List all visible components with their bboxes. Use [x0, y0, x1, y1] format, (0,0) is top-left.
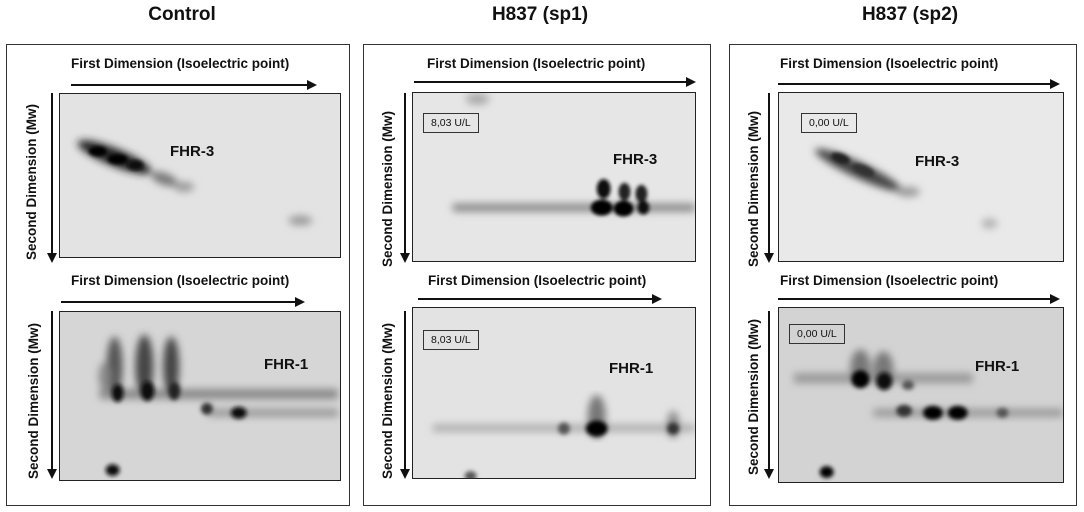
first-dimension-arrow	[778, 294, 1060, 304]
panel-sp2: First Dimension (Isoelectric point) Seco…	[729, 44, 1077, 506]
gel-sp1-fhr3: 8,03 U/L FHR-3	[412, 92, 696, 262]
gel-spots	[98, 334, 339, 477]
second-dimension-arrow	[764, 311, 774, 479]
units-badge: 8,03 U/L	[423, 113, 479, 133]
first-dimension-label: First Dimension (Isoelectric point)	[71, 273, 290, 288]
units-badge: 0,00 U/L	[789, 324, 845, 344]
gel-control-fhr1: FHR-1	[59, 311, 341, 481]
second-dimension-arrow	[400, 311, 410, 479]
protein-label-fhr3: FHR-3	[170, 143, 215, 160]
gel-spots	[815, 148, 998, 229]
column-title-sp2: H837 (sp2)	[861, 4, 959, 25]
protein-label-fhr3: FHR-3	[613, 151, 658, 168]
first-dimension-label: First Dimension (Isoelectric point)	[780, 56, 999, 71]
column-title-control: Control	[148, 4, 216, 25]
gel-sp1-fhr1: 8,03 U/L FHR-1	[412, 307, 696, 479]
gel-sp2-fhr3: 0,00 U/L FHR-3	[778, 92, 1064, 262]
second-dimension-arrow	[47, 311, 57, 479]
first-dimension-arrow	[778, 79, 1060, 89]
gel-spots	[77, 140, 313, 226]
panel-sp1: First Dimension (Isoelectric point) Seco…	[363, 44, 711, 506]
second-dimension-label: Second Dimension (Mw)	[380, 322, 395, 479]
second-dimension-label: Second Dimension (Mw)	[746, 110, 761, 267]
first-dimension-label: First Dimension (Isoelectric point)	[71, 56, 290, 71]
second-dimension-arrow	[47, 93, 57, 263]
first-dimension-arrow	[61, 297, 305, 307]
gel-spots	[452, 93, 695, 217]
protein-label-fhr1: FHR-1	[609, 360, 654, 377]
second-dimension-label: Second Dimension (Mw)	[746, 318, 761, 475]
column-title-sp1: H837 (sp1)	[491, 4, 589, 25]
units-badge: 8,03 U/L	[423, 330, 479, 350]
protein-label-fhr1: FHR-1	[264, 356, 309, 373]
second-dimension-label: Second Dimension (Mw)	[26, 322, 41, 479]
gel-sp2-fhr1: 0,00 U/L FHR-1	[778, 307, 1064, 483]
second-dimension-arrow	[764, 93, 774, 263]
gel-spots	[432, 394, 695, 478]
first-dimension-arrow	[71, 80, 317, 90]
first-dimension-label: First Dimension (Isoelectric point)	[427, 56, 646, 71]
panel-control: First Dimension (Isoelectric point) Seco…	[6, 44, 350, 506]
first-dimension-label: First Dimension (Isoelectric point)	[780, 273, 999, 288]
protein-label-fhr1: FHR-1	[975, 358, 1020, 375]
second-dimension-label: Second Dimension (Mw)	[24, 103, 39, 260]
gel-spots	[793, 349, 1063, 479]
second-dimension-label: Second Dimension (Mw)	[380, 110, 395, 267]
first-dimension-arrow	[418, 294, 662, 304]
protein-label-fhr3: FHR-3	[915, 153, 960, 170]
units-badge: 0,00 U/L	[801, 113, 857, 133]
second-dimension-arrow	[400, 93, 410, 263]
first-dimension-label: First Dimension (Isoelectric point)	[428, 273, 647, 288]
gel-control-fhr3: FHR-3	[59, 93, 341, 258]
first-dimension-arrow	[414, 77, 696, 87]
